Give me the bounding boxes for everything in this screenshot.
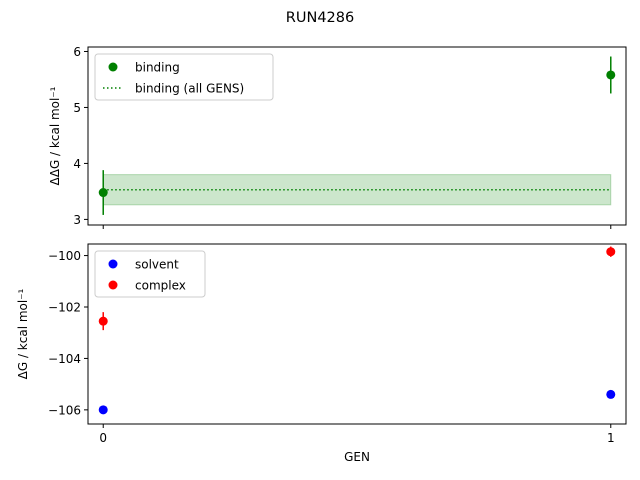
- complex-point-1: [606, 247, 616, 257]
- legend-box: [94, 53, 274, 101]
- figure-title: RUN4286: [286, 10, 354, 26]
- y-tick-label: 6: [73, 45, 81, 59]
- complex-point-0: [98, 316, 108, 326]
- y-tick-label: 3: [73, 213, 81, 227]
- legend-label: solvent: [135, 258, 179, 272]
- legend-label: complex: [135, 279, 186, 293]
- legend-marker-swatch: [108, 62, 118, 72]
- legend: solvent complex: [94, 250, 206, 298]
- solvent-point-0: [98, 405, 108, 415]
- legend-box: [94, 250, 206, 298]
- y-tick-label: −100: [48, 249, 81, 263]
- binding-point-1: [606, 70, 616, 80]
- y-tick-label: −104: [48, 352, 81, 366]
- solvent-point-1: [606, 389, 616, 399]
- binding-point-0: [98, 188, 108, 198]
- y-tick-label: 4: [73, 157, 81, 171]
- y-axis-label: ΔG / kcal mol⁻¹: [16, 288, 30, 379]
- legend-marker-swatch: [108, 280, 118, 290]
- axes-bottom: −106 −104 −102 −100 0 1 ΔG / kcal mol⁻¹ GEN solv…: [16, 243, 627, 464]
- y-tick-label: −106: [48, 403, 81, 417]
- y-tick-label: 5: [73, 101, 81, 115]
- y-tick-label: −102: [48, 301, 81, 315]
- x-axis-label: GEN: [344, 450, 370, 464]
- legend-label: binding: [135, 61, 180, 75]
- legend-label: binding (all GENS): [135, 82, 244, 96]
- y-axis-label: ΔΔG / kcal mol⁻¹: [48, 86, 62, 185]
- legend-marker-swatch: [108, 259, 118, 269]
- x-tick-label: 1: [607, 431, 615, 445]
- legend: binding binding (all GENS): [94, 53, 274, 101]
- x-tick-label: 0: [99, 431, 107, 445]
- axes-frame: [87, 243, 627, 425]
- axes-frame: [87, 46, 627, 226]
